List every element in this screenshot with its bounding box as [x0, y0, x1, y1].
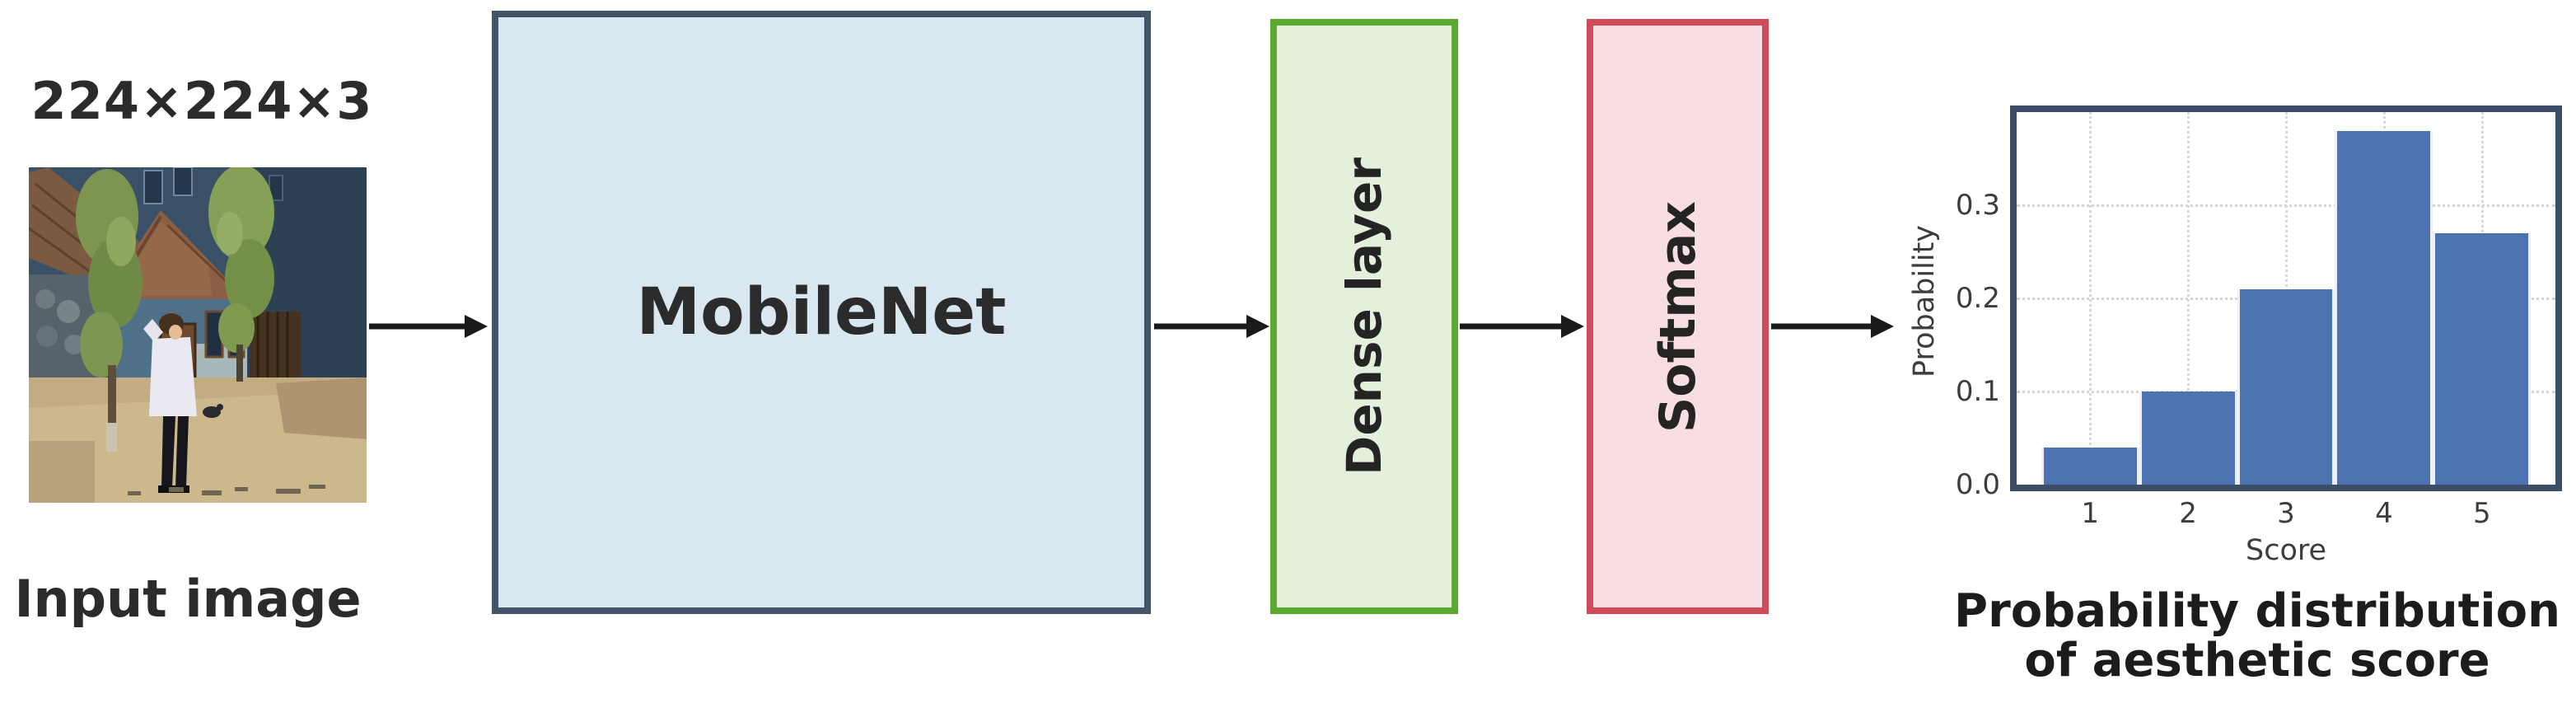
bar-score-3: [2237, 288, 2335, 485]
mobilenet-label: MobileNet: [636, 275, 1007, 349]
arrow-shaft: [1460, 323, 1564, 330]
probability-histogram: [2010, 105, 2562, 491]
y-tick-label: 0.2: [1955, 282, 2000, 315]
y-tick-label: 0.0: [1955, 468, 2000, 501]
x-tick-label: 1: [2081, 497, 2099, 530]
dense-layer-label: Dense layer: [1336, 157, 1392, 476]
v-gridline: [2089, 112, 2092, 485]
chart-y-tick-labels: 0.0 0.1 0.2 0.3: [1928, 112, 2000, 499]
arrow-head-icon: [1871, 315, 1894, 338]
flow-arrow-mobilenet-to-dense: [1154, 308, 1269, 345]
x-tick-label: 2: [2179, 497, 2197, 530]
chart-x-tick-labels: 1 2 3 4 5: [2017, 497, 2555, 532]
y-tick-label: 0.1: [1955, 375, 2000, 408]
bar-score-1: [2041, 447, 2139, 485]
v-gridline: [2187, 112, 2190, 485]
output-caption-line1: Probability distribution: [1954, 584, 2560, 638]
input-image-caption: Input image: [14, 569, 362, 629]
mobilenet-block: MobileNet: [492, 11, 1151, 614]
arrow-head-icon: [465, 315, 488, 338]
output-caption-line2: of aesthetic score: [2024, 633, 2490, 687]
chart-x-axis-label: Score: [2245, 534, 2327, 567]
flow-arrow-input-to-mobilenet: [369, 308, 488, 345]
arrow-shaft: [369, 323, 467, 330]
output-caption: Probability distribution of aesthetic sc…: [1928, 587, 2576, 686]
x-tick-label: 4: [2375, 497, 2393, 530]
arrow-head-icon: [1561, 315, 1584, 338]
flow-arrow-dense-to-softmax: [1460, 308, 1584, 345]
arrow-head-icon: [1246, 315, 1269, 338]
flow-arrow-softmax-to-output: [1771, 308, 1894, 345]
arrow-shaft: [1771, 323, 1873, 330]
softmax-block: Softmax: [1587, 19, 1769, 614]
bar-score-4: [2335, 130, 2433, 485]
x-tick-label: 5: [2472, 497, 2491, 530]
arrow-shaft: [1154, 323, 1249, 330]
bar-score-2: [2139, 392, 2237, 485]
softmax-label: Softmax: [1648, 200, 1707, 433]
input-image-painting: [28, 165, 367, 503]
bar-score-5: [2433, 232, 2532, 485]
y-tick-label: 0.3: [1955, 189, 2000, 222]
painting-scene: [28, 165, 367, 503]
x-tick-label: 3: [2277, 497, 2295, 530]
input-dimensions-label: 224×224×3: [30, 71, 373, 131]
dense-layer-block: Dense layer: [1270, 19, 1458, 614]
plot-area: [2017, 112, 2555, 485]
